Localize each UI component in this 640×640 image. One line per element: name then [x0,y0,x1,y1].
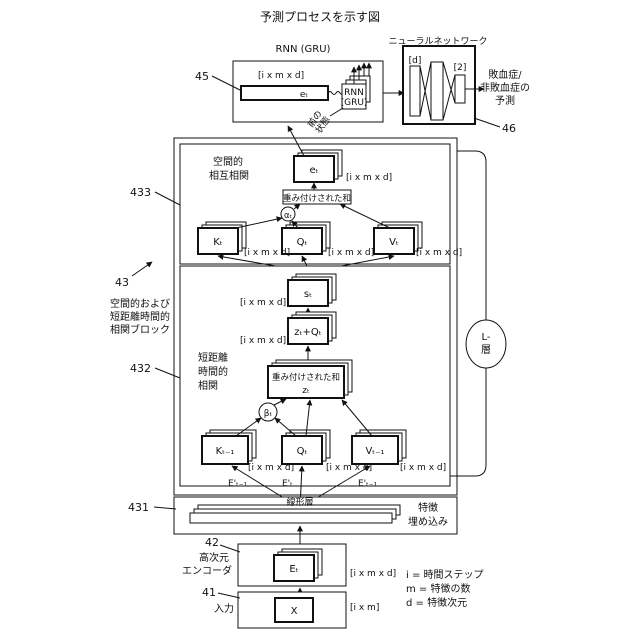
rnn-title: RNN (GRU) [276,44,331,55]
temporal-zq-label: zₜ+Qₜ [294,327,321,338]
input-ref-number: 41 [202,586,216,599]
temporal-s-dims: [i x m x d] [240,298,286,308]
embedding-ref-leader [154,507,176,509]
nn-input-layer [410,66,420,116]
spatial-label-2: 相互相関 [209,169,249,182]
nn-output-layer [455,75,465,103]
temporal-zq-dims: [i x m x d] [240,336,286,346]
alpha-label: αₜ [284,211,292,221]
temporal-z-label: zₜ [302,386,310,396]
temporal-label-1: 短距離 [198,351,228,364]
legend-d: d = 特徴次元 [406,596,467,609]
legend-m: m = 特徴の数 [406,582,470,595]
spatial-k-dims: [i x m x d] [244,248,290,258]
input-label: 入力 [214,602,234,615]
legend-i: i = 時間ステップ [406,569,484,581]
temporal-v-dims: [i x m x d] [400,463,446,473]
prediction-label-2: 非敗血症の [480,81,530,94]
linear-layer [190,513,392,523]
temporal-weighted-sum-label: 重み付けされた和 [272,372,340,383]
encoder-label-2: エンコーダ [182,564,232,577]
block-name-1: 空間的および [110,297,170,310]
temporal-s-label: sₜ [304,289,312,300]
nn-ref-number: 46 [502,122,516,135]
input-x-label: X [291,606,298,617]
temporal-q-dims: [i x m x d] [326,463,372,473]
temporal-q-label: Qₜ [297,446,308,457]
spatial-q-label: Qₜ [297,237,308,248]
gru-label-2: (GRU) [341,98,368,108]
linear-layer-label: 線形層 [286,496,313,508]
nn-ref-leader [474,118,500,127]
nn-in-dim: [d] [409,56,422,66]
spatial-e-label: eₜ [309,165,318,176]
encoder-ref-leader [220,545,240,552]
encoder-dims: [i x m x d] [350,569,396,579]
block-name-3: 相関ブロック [110,323,170,336]
figure-title: 予測プロセスを示す図 [260,10,380,24]
spatial-weighted-sum-label: 重み付けされた和 [283,193,351,204]
nn-hidden-layer [431,62,443,120]
l-layer-node [466,320,506,368]
rnn-e-label: eₜ [300,90,309,100]
embedding-label-2: 埋め込み [408,516,448,528]
temporal-label-3: 相関 [198,379,218,392]
l-layer-label-1: L- [481,332,490,343]
block-ref-number: 43 [115,276,129,289]
prediction-label-1: 敗血症/ [488,68,522,81]
encoder-ref-number: 42 [205,536,219,549]
spatial-label-1: 空間的 [213,155,243,168]
input-dims: [i x m] [350,603,379,613]
temporal-k-label: Kₜ₋₁ [216,446,235,457]
l-layer-label-2: 層 [481,344,491,356]
block-name-2: 短距離時間的 [110,310,170,323]
rnn-dims: [i x m x d] [258,71,304,81]
beta-label: βₜ [264,409,273,419]
spatial-v-dims: [i x m x d] [416,248,462,258]
input-ref-leader [218,593,240,598]
encoder-e-label: Eₜ [289,564,298,575]
e-prime-q-label: E'ₜ [282,479,293,489]
spatial-v-label: Vₜ [389,237,399,248]
embedding-label-1: 特徴 [418,501,438,514]
block-ref-arrow [132,262,152,276]
gru-label-1: RNN [344,88,364,98]
prediction-label-3: 予測 [495,94,515,107]
encoder-label-1: 高次元 [199,551,229,564]
spatial-q-dims: [i x m x d] [328,248,374,258]
temporal-k-dims: [i x m x d] [248,463,294,473]
temporal-v-label: Vₜ₋₁ [365,446,384,457]
spatial-k-label: Kₜ [213,237,223,248]
e-prime-k-label: E'ₜ₋₁ [228,479,248,489]
rnn-ref-number: 45 [195,70,209,83]
rnn-e-bar [241,86,328,100]
temporal-ref-number: 432 [130,362,151,375]
spatial-ref-number: 433 [130,186,151,199]
nn-out-dim: [2] [454,63,467,73]
spatial-e-dims: [i x m x d] [346,173,392,183]
temporal-label-2: 時間的 [198,365,228,378]
embedding-ref-number: 431 [128,501,149,514]
e-prime-v-label: E'ₜ₋₁ [358,479,378,489]
